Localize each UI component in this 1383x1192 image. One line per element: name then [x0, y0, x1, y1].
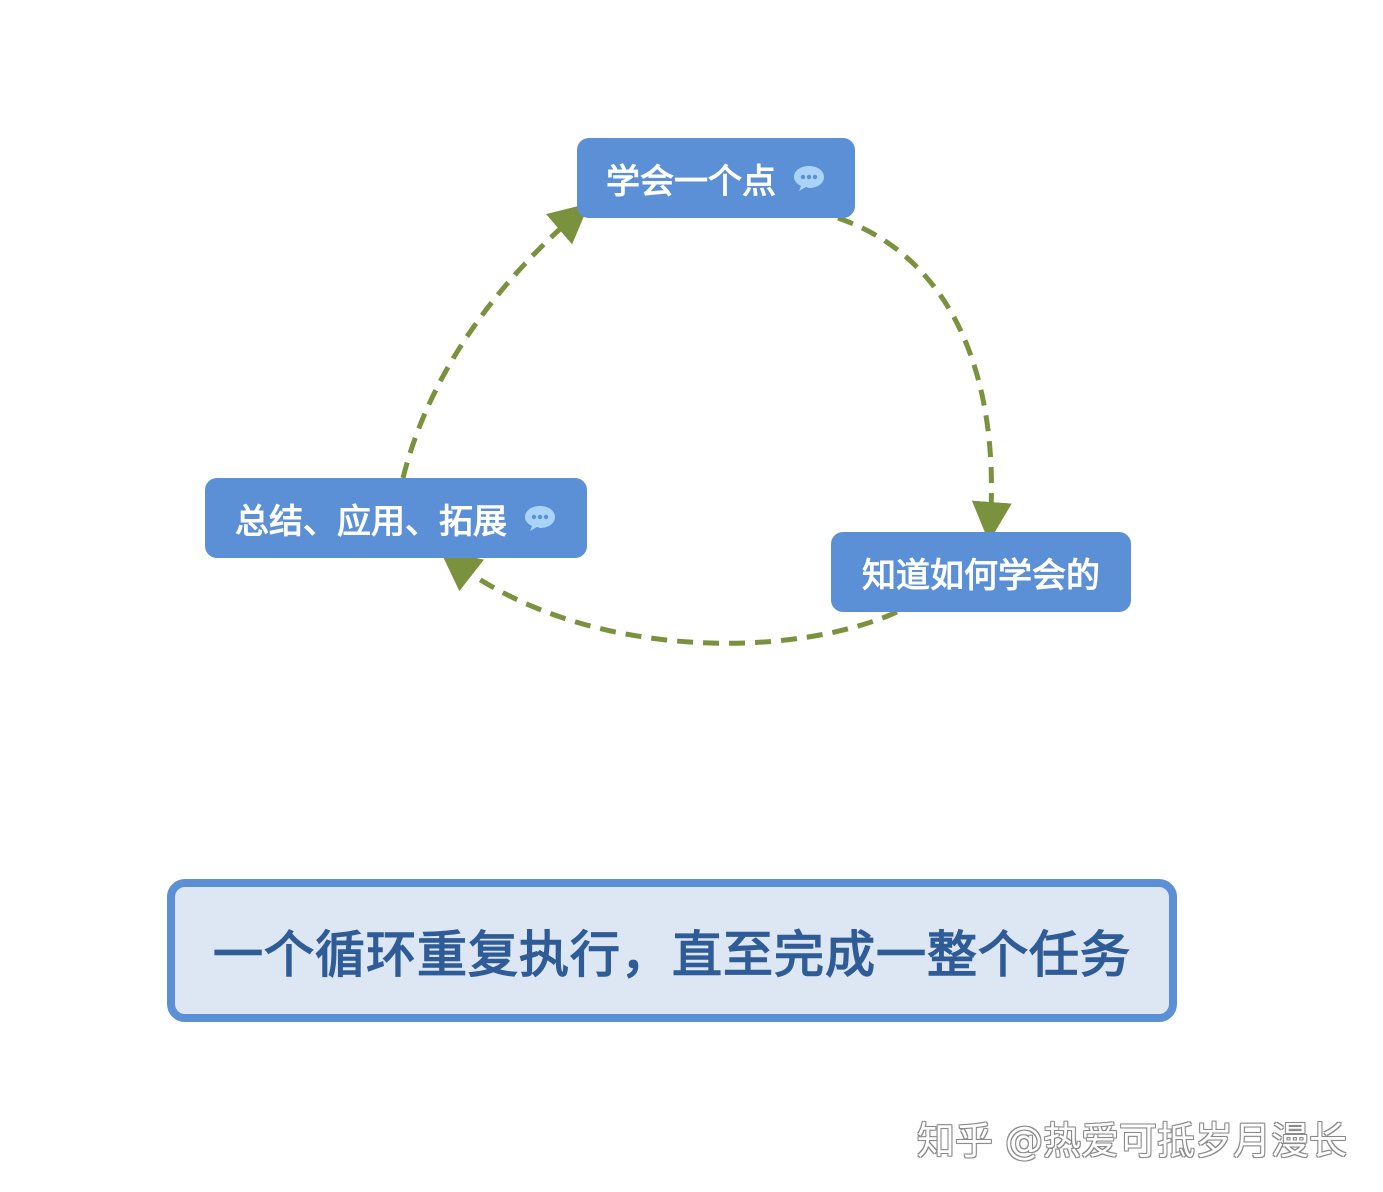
- node-summarize-apply-expand: 总结、应用、拓展: [205, 478, 587, 558]
- summary-box: 一个循环重复执行，直至完成一整个任务: [167, 879, 1177, 1022]
- node-label: 学会一个点: [606, 161, 776, 202]
- node-label: 总结、应用、拓展: [235, 501, 507, 542]
- watermark: 知乎 @热爱可抵岁月漫长: [916, 1119, 1347, 1163]
- arrow-howto-to-summary: [440, 550, 899, 646]
- node-know-how-learned: 知道如何学会的: [831, 532, 1131, 612]
- arrow-learn-to-howto: [837, 215, 1012, 542]
- node-learn-a-point: 学会一个点: [577, 138, 855, 218]
- comment-icon: [523, 503, 557, 533]
- summary-text: 一个循环重复执行，直至完成一整个任务: [213, 925, 1131, 984]
- comment-icon: [792, 163, 826, 193]
- arrow-summary-to-learn: [400, 203, 590, 479]
- node-label: 知道如何学会的: [862, 555, 1100, 596]
